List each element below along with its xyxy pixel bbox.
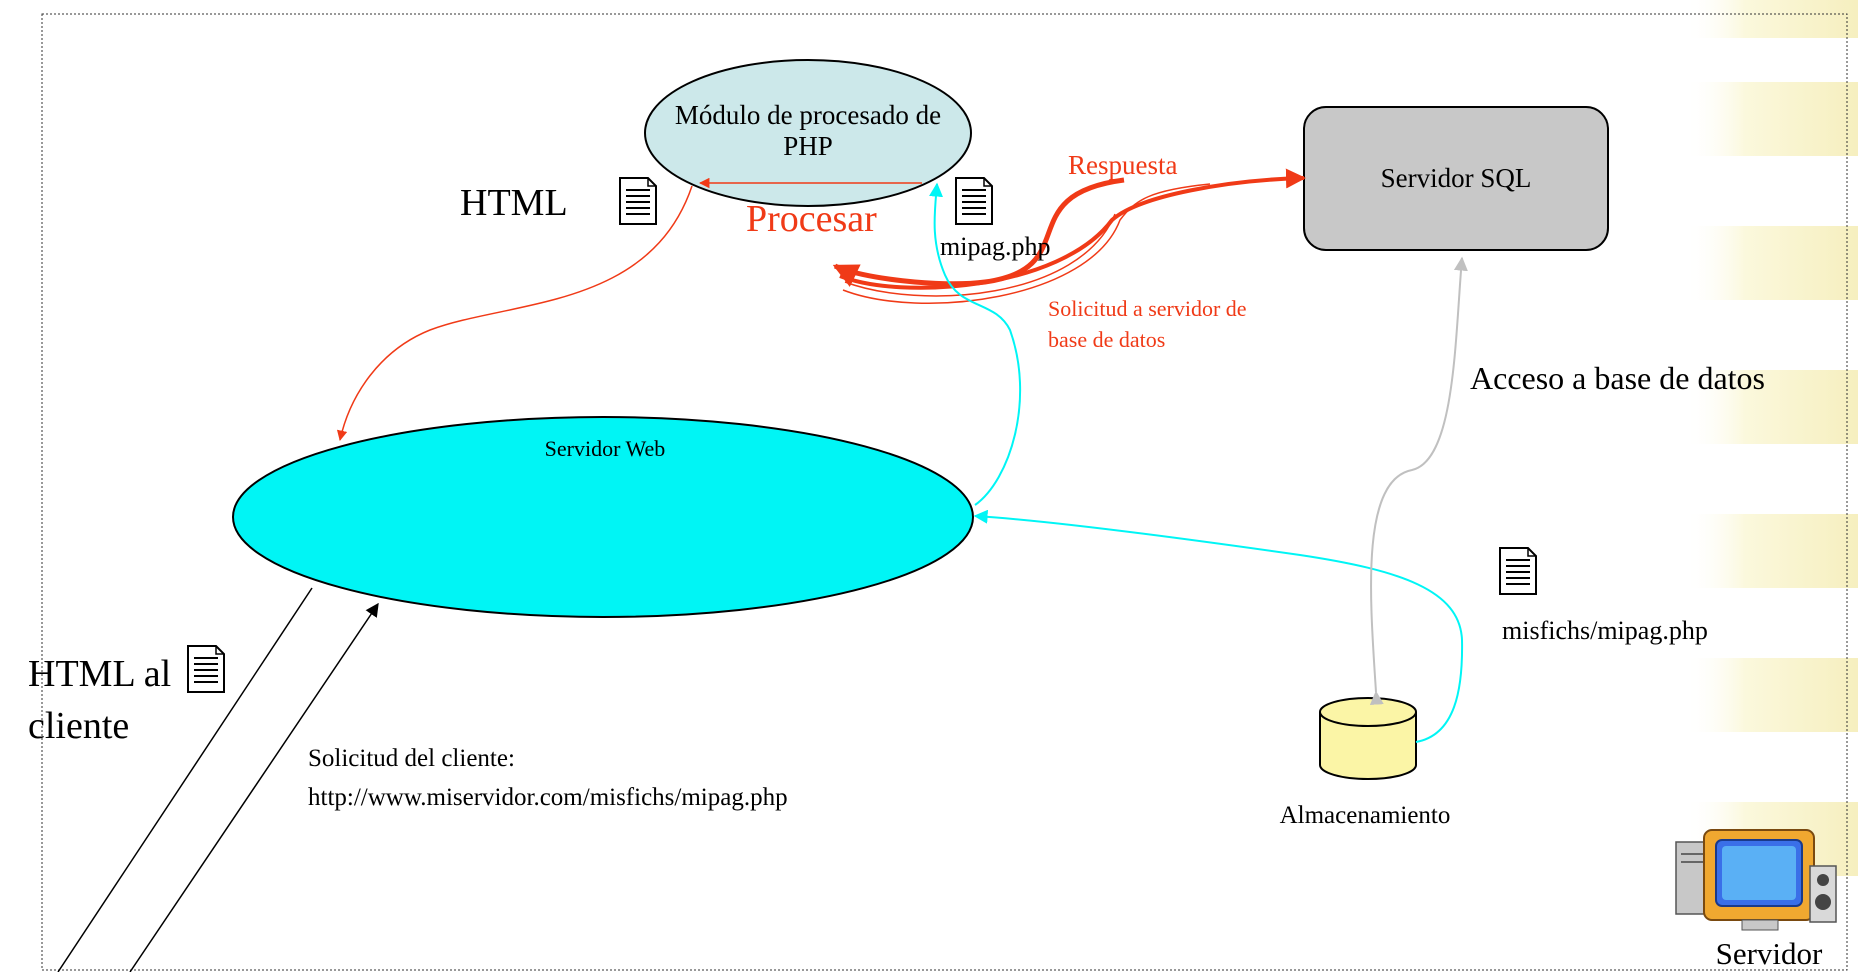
web-server-label: Servidor Web: [544, 436, 666, 461]
web-server-shape: [232, 416, 974, 618]
document-icon: [187, 645, 225, 693]
misfichs-label: misfichs/mipag.php: [1502, 616, 1708, 645]
client-request-label: Solicitud del cliente: http://www.miserv…: [308, 745, 788, 811]
storage-label: Almacenamiento: [1279, 802, 1451, 829]
html-top-label: HTML: [460, 182, 568, 224]
html-client-label: HTML al cliente: [28, 653, 172, 748]
server-computer-icon: [1675, 829, 1837, 931]
mipag-label: mipag.php: [940, 232, 1051, 261]
db-access-arrow: [1369, 256, 1468, 706]
procesar-label: Procesar: [746, 198, 877, 240]
db-response-arrow: [839, 168, 1306, 290]
db-flow-thin-1: [842, 183, 1211, 304]
sql-server-label: Servidor SQL: [1380, 163, 1532, 193]
php-module-label: Módulo de procesado de PHP: [674, 100, 942, 162]
server-machine-label: Servidor: [1715, 936, 1823, 971]
php-module-shape: [644, 59, 972, 207]
db-flow-thin-2: [844, 213, 1116, 297]
storage-cylinder: [1319, 697, 1417, 780]
diagram-frame: [41, 13, 1848, 971]
html-return-arrow: [336, 185, 693, 442]
db-access-label: Acceso a base de datos: [1470, 360, 1765, 396]
html-to-client-line: [57, 587, 313, 972]
document-icon: [1499, 547, 1537, 595]
respuesta-label: Respuesta: [1068, 150, 1178, 180]
document-icon: [619, 177, 657, 225]
client-request-arrow: [129, 602, 379, 972]
document-icon: [955, 177, 993, 225]
background-stripes: [1685, 0, 1858, 876]
php-file-to-module-arrow: [929, 182, 1022, 506]
db-request-label: Solicitud a servidor de base de datos: [1048, 296, 1247, 352]
